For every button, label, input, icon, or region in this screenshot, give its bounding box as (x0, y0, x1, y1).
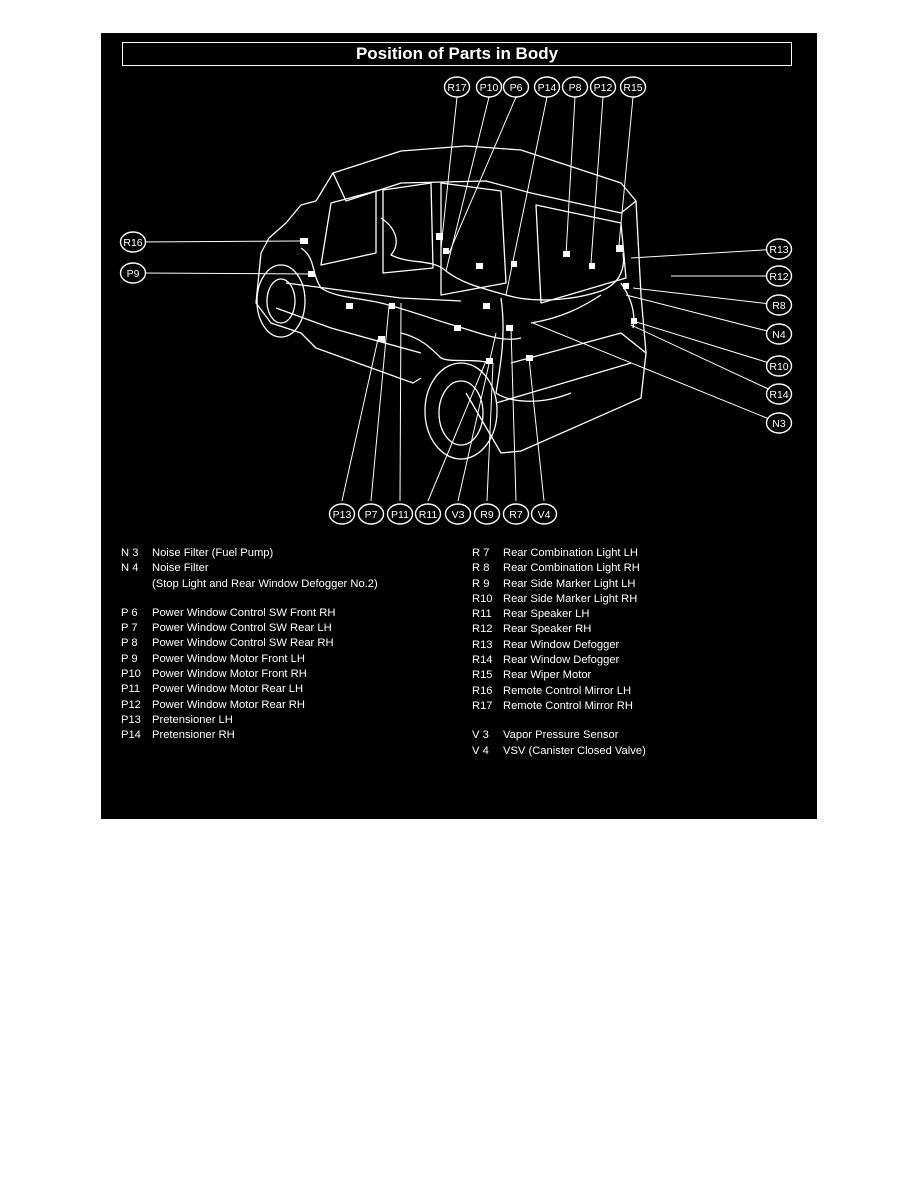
callout-p7: P7 (357, 503, 385, 525)
callout-p9: P9 (119, 262, 147, 284)
callout-label: V3 (452, 509, 465, 521)
callout-label: R7 (509, 509, 523, 521)
callout-label: R14 (769, 389, 788, 401)
callout-label: R15 (623, 82, 642, 94)
callout-label: P10 (480, 82, 499, 94)
callout-p8: P8 (561, 76, 589, 98)
callout-r15: R15 (619, 76, 647, 98)
diagram-panel: Position of Parts in Body (101, 33, 817, 819)
callout-r7: R7 (502, 503, 530, 525)
diagram-title: Position of Parts in Body (122, 42, 792, 66)
callout-label: N4 (772, 329, 786, 341)
callout-label: R13 (769, 244, 788, 256)
callout-label: P12 (594, 82, 613, 94)
callout-label: N3 (772, 418, 786, 430)
callout-p6: P6 (502, 76, 530, 98)
callout-label: R9 (480, 509, 494, 521)
callout-label: P14 (538, 82, 557, 94)
callout-label: P13 (333, 509, 352, 521)
callout-label: R8 (772, 300, 786, 312)
callout-label: R12 (769, 271, 788, 283)
callout-p11: P11 (386, 503, 414, 525)
callout-p14: P14 (533, 76, 561, 98)
callout-v3: V3 (444, 503, 472, 525)
callout-label: P11 (391, 509, 409, 521)
callout-n3: N3 (765, 412, 793, 434)
callout-v4: V4 (530, 503, 558, 525)
callout-r9: R9 (473, 503, 501, 525)
callout-p10: P10 (475, 76, 503, 98)
leader-lines (138, 96, 780, 502)
callout-label: R16 (123, 237, 142, 249)
callout-r10: R10 (765, 355, 793, 377)
callout-label: P9 (127, 268, 140, 280)
callout-r8: R8 (765, 294, 793, 316)
callout-r17: R17 (443, 76, 471, 98)
callout-n4: N4 (765, 323, 793, 345)
callout-p12: P12 (589, 76, 617, 98)
callout-r16: R16 (119, 231, 147, 253)
callout-label: P6 (510, 82, 523, 94)
callout-r11: R11 (414, 503, 442, 525)
callout-label: P7 (365, 509, 378, 521)
callout-label: R17 (447, 82, 466, 94)
callout-label: R10 (769, 361, 788, 373)
callout-r12: R12 (765, 265, 793, 287)
callout-r13: R13 (765, 238, 793, 260)
callout-r14: R14 (765, 383, 793, 405)
callout-label: P8 (569, 82, 582, 94)
legend-item-continuation: (Stop Light and Rear Window Defogger No.… (152, 577, 378, 590)
vehicle-outline (255, 145, 647, 460)
callout-label: V4 (538, 509, 551, 521)
callout-p13: P13 (328, 503, 356, 525)
callout-label: R11 (419, 509, 438, 521)
